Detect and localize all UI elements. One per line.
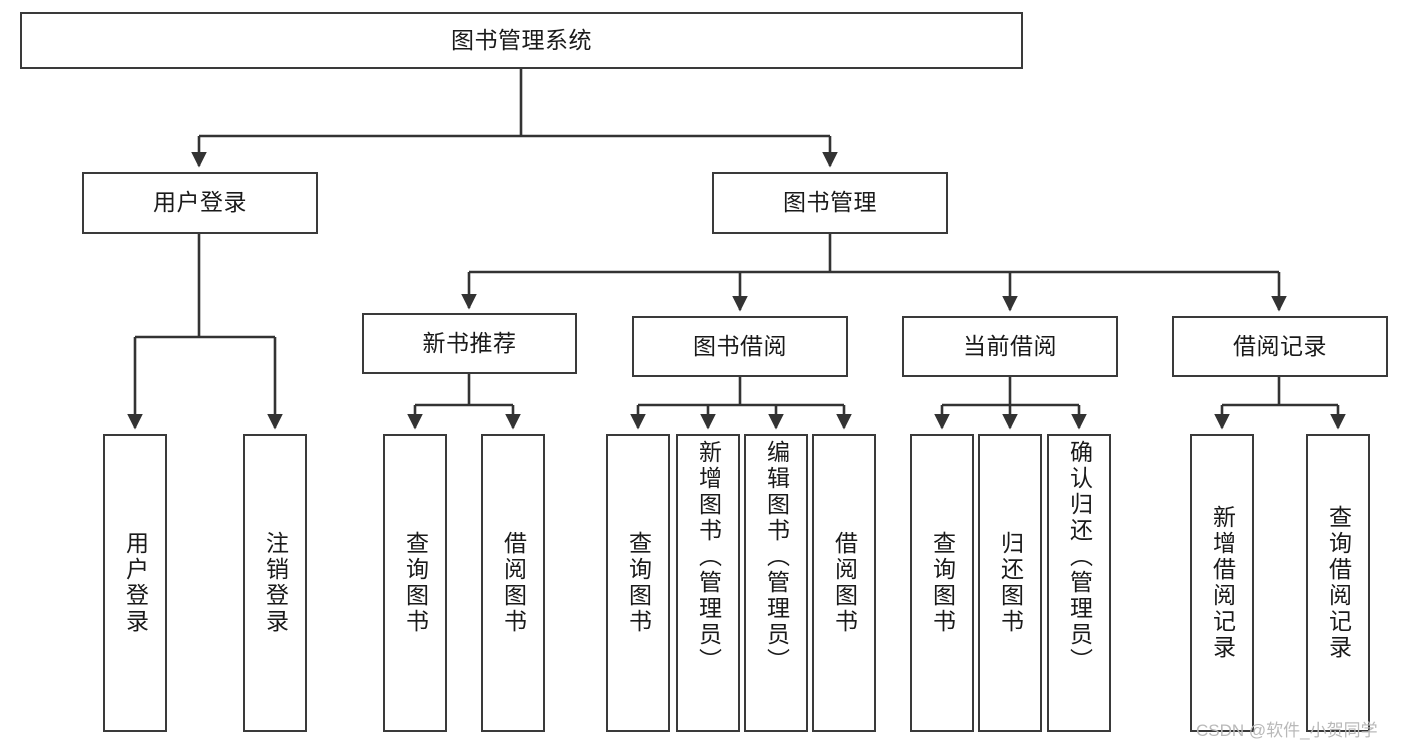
leaf-query-book-current-label: 查询图书	[929, 531, 956, 635]
node-new-book-recommend[interactable]: 新书推荐	[362, 313, 577, 374]
leaf-query-book-borrow-label: 查询图书	[625, 531, 652, 635]
leaf-add-book-admin-label: 新增图书（管理员）	[695, 440, 722, 674]
leaf-borrow-book-recommend[interactable]: 借阅图书	[481, 434, 545, 732]
node-current-borrow[interactable]: 当前借阅	[902, 316, 1118, 377]
node-current-borrow-label: 当前借阅	[963, 332, 1057, 359]
leaf-borrow-book-recommend-label: 借阅图书	[500, 531, 527, 635]
leaf-add-borrow-record-label: 新增借阅记录	[1209, 505, 1236, 661]
leaf-borrow-book-borrow-label: 借阅图书	[831, 531, 858, 635]
node-new-book-recommend-label: 新书推荐	[422, 329, 517, 356]
leaf-user-logout-label: 注销登录	[262, 531, 289, 635]
leaf-user-login[interactable]: 用户登录	[103, 434, 167, 732]
leaf-confirm-return-admin-label: 确认归还（管理员）	[1066, 440, 1093, 674]
node-book-manage[interactable]: 图书管理	[712, 172, 948, 234]
leaf-edit-book-admin-label: 编辑图书（管理员）	[763, 440, 790, 674]
leaf-add-book-admin[interactable]: 新增图书（管理员）	[676, 434, 740, 732]
leaf-query-borrow-record[interactable]: 查询借阅记录	[1306, 434, 1370, 732]
leaf-return-book-label: 归还图书	[997, 531, 1024, 635]
leaf-confirm-return-admin[interactable]: 确认归还（管理员）	[1047, 434, 1111, 732]
node-user-login-label: 用户登录	[153, 189, 247, 216]
node-book-borrow-label: 图书借阅	[693, 332, 787, 359]
leaf-borrow-book-borrow[interactable]: 借阅图书	[812, 434, 876, 732]
node-root-label: 图书管理系统	[451, 26, 592, 53]
node-borrow-record[interactable]: 借阅记录	[1172, 316, 1388, 377]
leaf-return-book[interactable]: 归还图书	[978, 434, 1042, 732]
leaf-query-book-borrow[interactable]: 查询图书	[606, 434, 670, 732]
leaf-query-book-recommend[interactable]: 查询图书	[383, 434, 447, 732]
leaf-edit-book-admin[interactable]: 编辑图书（管理员）	[744, 434, 808, 732]
node-root[interactable]: 图书管理系统	[20, 12, 1023, 69]
leaf-query-book-recommend-label: 查询图书	[402, 531, 429, 635]
leaf-user-login-label: 用户登录	[122, 531, 149, 635]
node-user-login[interactable]: 用户登录	[82, 172, 318, 234]
leaf-query-book-current[interactable]: 查询图书	[910, 434, 974, 732]
node-book-borrow[interactable]: 图书借阅	[632, 316, 848, 377]
leaf-add-borrow-record[interactable]: 新增借阅记录	[1190, 434, 1254, 732]
csdn-watermark: CSDN @软件_小贺同学	[1196, 721, 1378, 740]
node-book-manage-label: 图书管理	[783, 189, 877, 216]
node-borrow-record-label: 借阅记录	[1233, 332, 1327, 359]
leaf-query-borrow-record-label: 查询借阅记录	[1325, 505, 1352, 661]
leaf-user-logout[interactable]: 注销登录	[243, 434, 307, 732]
